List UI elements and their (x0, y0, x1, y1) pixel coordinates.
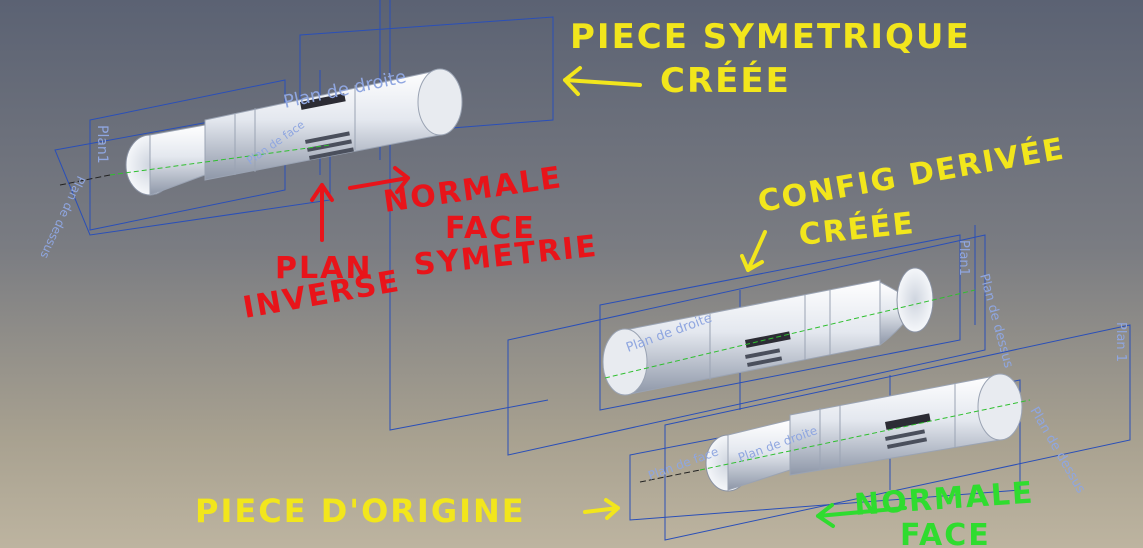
arrow-origin (583, 498, 620, 520)
annotation-config-line2: CRÉÉE (797, 205, 917, 253)
annotation-origin: PIECE D'ORIGINE (195, 492, 526, 530)
plane-label-plan1-left: Plan1 (94, 125, 110, 164)
annotation-config: CONFIG DERIVÉE CRÉÉE (755, 130, 1068, 253)
arrow-normale-green (816, 503, 907, 528)
arrow-plan-inverse (310, 183, 334, 242)
annotation-plan-line1: PLAN (275, 251, 372, 286)
plane-label-dessus-right: Plan de dessus (976, 272, 1016, 370)
arrow-normale-red (348, 166, 410, 194)
annotation-normale-red: NORMALE FACE SYMETRIE (381, 160, 599, 283)
annotation-symmetric-line1: PIECE SYMETRIQUE (570, 17, 971, 57)
annotation-normale-green-line1: NORMALE (853, 475, 1035, 522)
plane-label-plan-1-far: Plan 1 (1113, 322, 1128, 362)
derived-config-part[interactable] (507, 225, 986, 456)
annotation-symmetric: PIECE SYMETRIQUE CRÉÉE (570, 17, 971, 101)
arrow-symmetric (563, 66, 642, 96)
plane-label-dessus-far: Plan de dessus (1027, 405, 1089, 497)
symmetric-part[interactable] (54, 16, 554, 236)
plane-label-dessus-left: Plan de dessus (37, 174, 88, 261)
annotation-normale-green-line2: FACE (900, 518, 991, 548)
arrow-config (740, 230, 767, 272)
annotation-plan-inverse: PLAN INVERSE (240, 251, 403, 326)
annotation-normale-line2: FACE (445, 211, 536, 246)
annotation-symmetric-line2: CRÉÉE (660, 60, 791, 101)
plane-label-plan1-right: Plan1 (956, 240, 971, 276)
original-part[interactable] (629, 324, 1131, 541)
